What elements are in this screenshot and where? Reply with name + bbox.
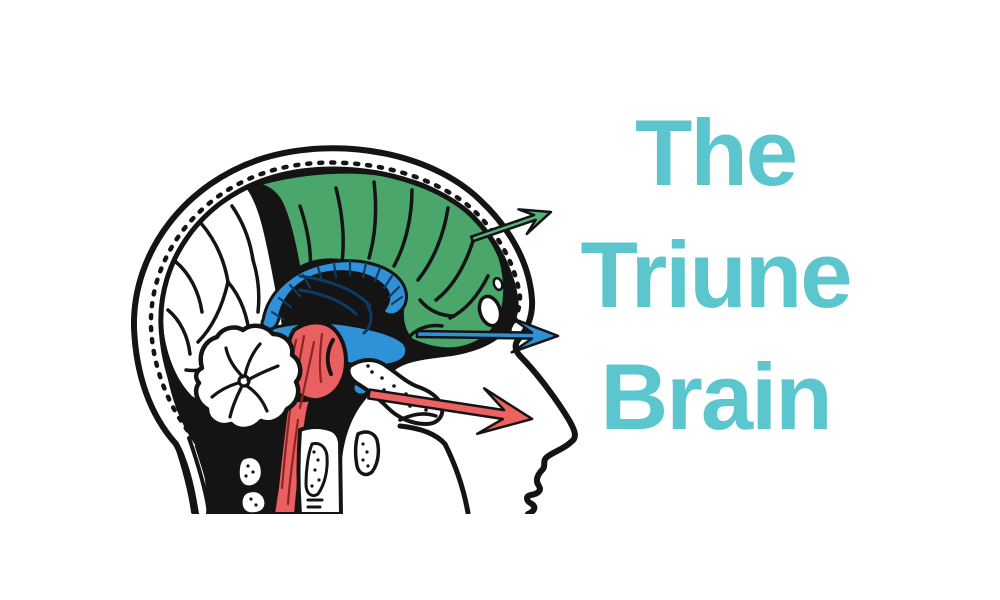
- region-arrows: [367, 208, 560, 436]
- brainstem-region: [270, 320, 348, 514]
- cerebellum-folds: [210, 342, 280, 419]
- neck-vertebrae: [236, 454, 268, 514]
- fornix-lines: [298, 274, 373, 335]
- jaw-neck-line: [397, 423, 471, 514]
- poster-title: The Triune Brain: [528, 92, 903, 458]
- brainstem-hatching: [280, 332, 324, 506]
- arrow-limbic: [415, 317, 560, 354]
- title-line-3: Brain: [600, 344, 832, 449]
- jaw-bone: [353, 430, 381, 477]
- frontal-sulci-lines: [166, 204, 261, 373]
- skull-diploe-dots: [148, 160, 523, 462]
- neocortex-sulci-lines: [298, 180, 490, 338]
- neck-muscle-lines: [174, 430, 226, 514]
- frontal-sinus: [477, 276, 504, 328]
- title-line-2: Triune: [580, 222, 852, 327]
- arrow-brainstem: [367, 387, 534, 436]
- cerebellum-region: [193, 323, 303, 432]
- skull-outline: [130, 145, 578, 514]
- corpus-callosum-arc: [260, 259, 408, 331]
- arrow-neocortex: [469, 208, 553, 243]
- vertebral-column: [296, 425, 343, 514]
- title-line-1: The: [634, 100, 798, 205]
